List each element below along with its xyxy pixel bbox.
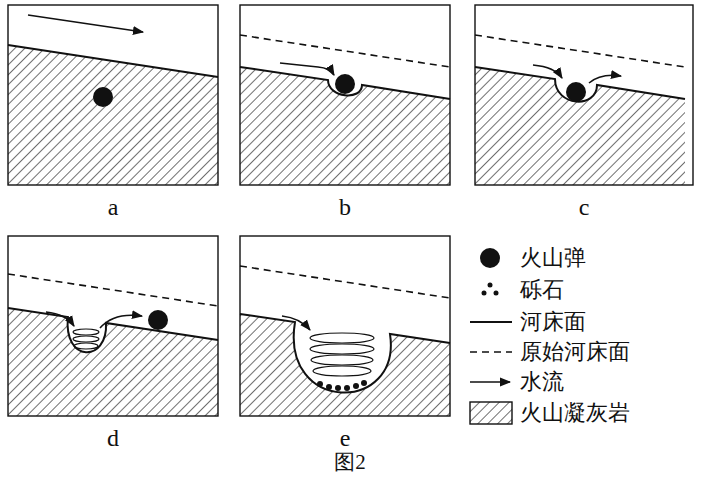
volcanic-bomb	[335, 74, 355, 94]
legend-text: 火山弹	[520, 246, 586, 270]
legend-text: 砾石	[520, 278, 564, 302]
volcanic-bomb	[93, 87, 113, 107]
panel-a	[8, 5, 218, 185]
panel-e	[240, 236, 450, 416]
legend-text: 河床面	[520, 310, 586, 334]
panel-letter: b	[339, 194, 351, 220]
panel-letter: d	[107, 425, 119, 451]
volcanic-bomb	[566, 82, 586, 102]
panel-b	[240, 5, 450, 185]
figure-caption: 图2	[334, 451, 366, 474]
legend-symbols	[470, 248, 512, 424]
legend-text: 水流	[520, 370, 564, 394]
legend-text: 原始河床面	[520, 340, 630, 364]
panel-letter: e	[340, 425, 351, 451]
panel-letter: c	[579, 194, 590, 220]
panel-letter: a	[108, 194, 119, 220]
panel-d	[8, 236, 218, 416]
panel-c	[475, 5, 693, 185]
volcanic-bomb	[148, 310, 168, 330]
legend-text: 火山凝灰岩	[520, 401, 630, 425]
gravel	[317, 380, 367, 391]
